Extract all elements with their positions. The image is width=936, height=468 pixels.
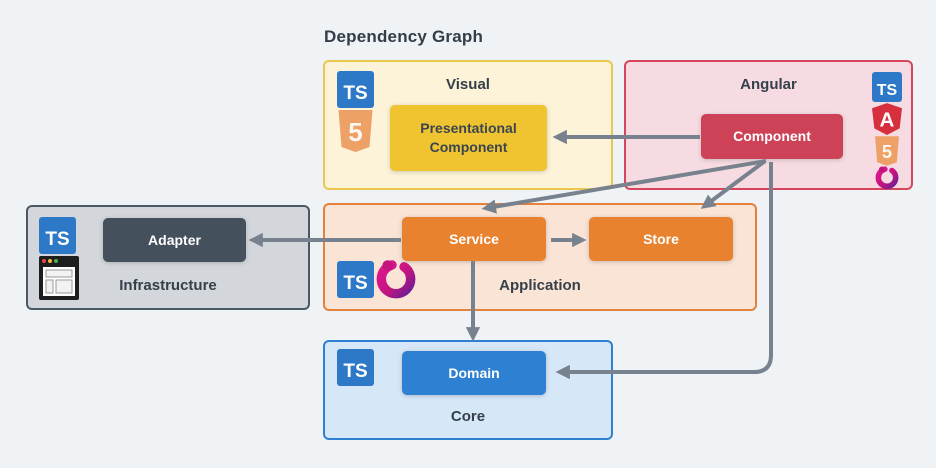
group-core-label: Core <box>450 408 486 425</box>
page-title: Dependency Graph <box>324 27 484 46</box>
typescript-icon: TS <box>337 261 374 298</box>
node-component: Component <box>701 114 843 159</box>
typescript-icon: TS <box>337 349 374 386</box>
typescript-icon: TS <box>872 72 902 102</box>
svg-text:5: 5 <box>348 117 362 147</box>
group-application-label: Application <box>499 277 581 294</box>
group-infrastructure-label: Infrastructure <box>119 277 217 294</box>
angular-icon: A <box>872 103 902 135</box>
typescript-icon: TS <box>39 217 76 254</box>
rxjs-icon <box>875 166 899 190</box>
html5-icon: 5 <box>338 110 373 152</box>
svg-text:A: A <box>880 109 895 132</box>
html5-icon: 5 <box>875 136 899 166</box>
group-angular-label: Angular <box>740 76 797 93</box>
node-store: Store <box>589 217 733 261</box>
rxjs-icon <box>376 259 416 299</box>
node-presentational-component: Presentational Component <box>390 105 547 171</box>
browser-icon <box>39 256 79 300</box>
node-domain: Domain <box>402 351 546 395</box>
svg-text:5: 5 <box>882 141 892 162</box>
group-visual-label: Visual <box>446 76 490 93</box>
typescript-icon: TS <box>337 71 374 108</box>
node-service: Service <box>402 217 546 261</box>
node-adapter: Adapter <box>103 218 246 262</box>
